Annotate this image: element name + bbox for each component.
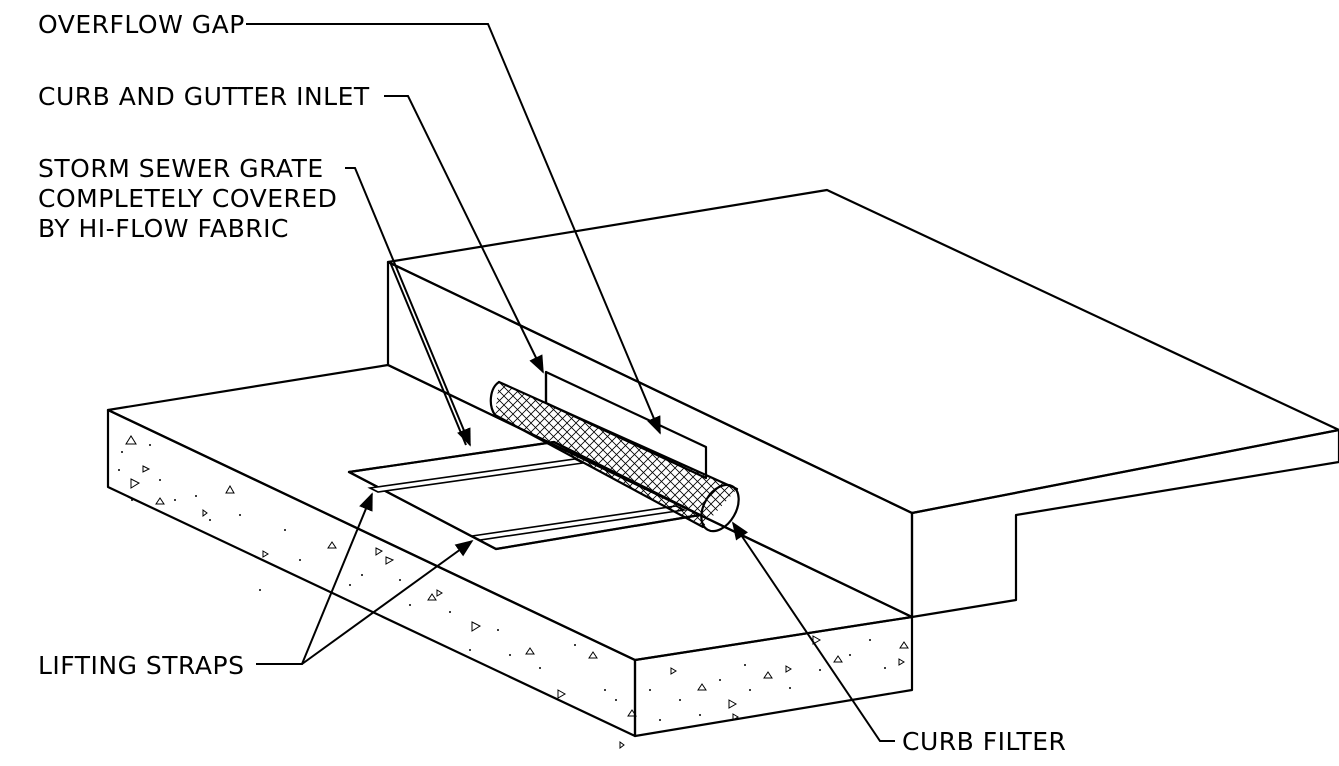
leader-lifting-straps-1 (256, 492, 373, 665)
leader-grate-2 (389, 261, 467, 446)
label-grate-line2: COMPLETELY COVERED (38, 184, 337, 213)
label-lifting-straps: LIFTING STRAPS (38, 651, 244, 680)
leader-grate-1 (345, 167, 471, 447)
label-grate-line1: STORM SEWER GRATE (38, 154, 324, 183)
leader-overflow-gap (246, 23, 661, 435)
concrete-dots (118, 444, 886, 721)
callout-labels: OVERFLOW GAP CURB AND GUTTER INLET STORM… (38, 10, 1066, 756)
leader-curb-inlet (384, 95, 544, 374)
leader-lines (246, 23, 895, 742)
leader-lifting-straps-2 (301, 539, 474, 665)
label-grate-line3: BY HI-FLOW FABRIC (38, 214, 289, 243)
curb-filter-roll (489, 380, 740, 533)
curb-block (386, 188, 1339, 619)
label-overflow-gap: OVERFLOW GAP (38, 10, 245, 39)
label-curb-inlet: CURB AND GUTTER INLET (38, 82, 370, 111)
label-curb-filter: CURB FILTER (902, 727, 1066, 756)
leader-curb-filter (731, 521, 895, 742)
concrete-aggregate-texture (125, 435, 909, 749)
